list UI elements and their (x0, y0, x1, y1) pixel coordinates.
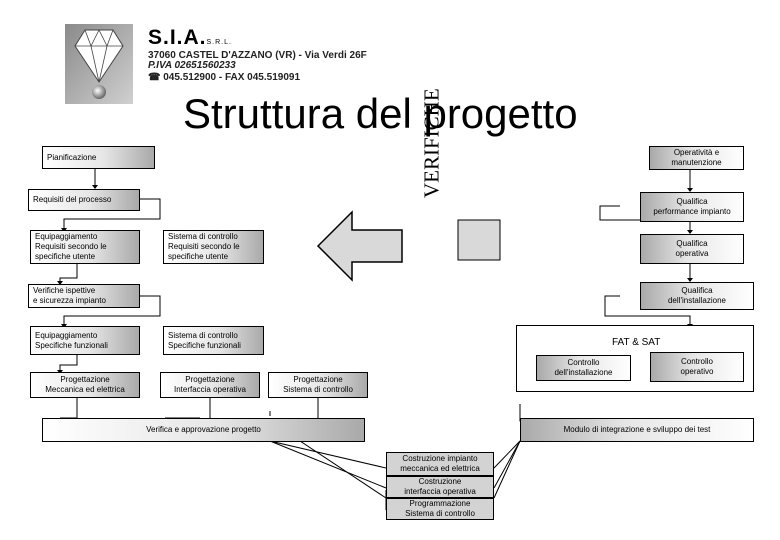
box-controllo-installazione: Controllo dell'installazione (536, 355, 631, 381)
company-suffix: S.R.L. (206, 39, 232, 46)
box-verifiche-ispettive: Verifiche ispettive e sicurezza impianto (28, 284, 140, 308)
page-title: Struttura del progetto (183, 90, 578, 137)
company-name: S.I.A.S.R.L. (148, 26, 232, 49)
box-requisiti-processo: Requisiti del processo (28, 189, 140, 211)
company-phone-fax: ☎ 045.512900 - FAX 045.519091 (148, 72, 301, 83)
company-address: 37060 CASTEL D'AZZANO (VR) - Via Verdi 2… (148, 50, 367, 61)
fat-sat-label: FAT & SAT (612, 337, 661, 348)
company-vat: P.IVA 02651560233 (148, 60, 236, 71)
box-sistema-specifiche: Sistema di controllo Specifiche funziona… (163, 326, 264, 355)
big-left-arrow (316, 210, 403, 282)
box-qualifica-performance: Qualifica performance impianto (640, 192, 744, 222)
box-operativita-manutenzione: Operatività e manutenzione (649, 146, 744, 170)
box-modulo-integrazione: Modulo di integrazione e sviluppo dei te… (520, 418, 754, 442)
box-equipaggiamento-specifiche: Equipaggiamento Specifiche funzionali (30, 326, 140, 355)
box-equipaggiamento-requisiti: Equipaggiamento Requisiti secondo le spe… (30, 230, 140, 264)
box-progettazione-meccanica: Progettazione Meccanica ed elettrica (30, 372, 140, 398)
box-controllo-operativo: Controllo operativo (650, 352, 744, 382)
connector-requisiti (63, 198, 161, 230)
box-qualifica-installazione: Qualifica dell'installazione (640, 282, 754, 310)
box-programmazione: Programmazione Sistema di controllo (386, 498, 494, 520)
placeholder-square (457, 219, 501, 261)
box-verifica-approvazione: Verifica e approvazione progetto (42, 418, 365, 442)
box-progettazione-sistema: Progettazione Sistema di controllo (268, 372, 368, 398)
box-progettazione-interfaccia: Progettazione Interfaccia operativa (160, 372, 260, 398)
company-logo (65, 24, 133, 104)
box-costruzione-interfaccia: Costruzione interfaccia operativa (386, 476, 494, 498)
box-costruzione-impianto: Costruzione impianto meccanica ed elettr… (386, 452, 494, 476)
box-qualifica-operativa: Qualifica operativa (640, 234, 744, 264)
box-pianificazione: Pianificazione (42, 146, 155, 169)
box-sistema-requisiti: Sistema di controllo Requisiti secondo l… (163, 230, 264, 264)
